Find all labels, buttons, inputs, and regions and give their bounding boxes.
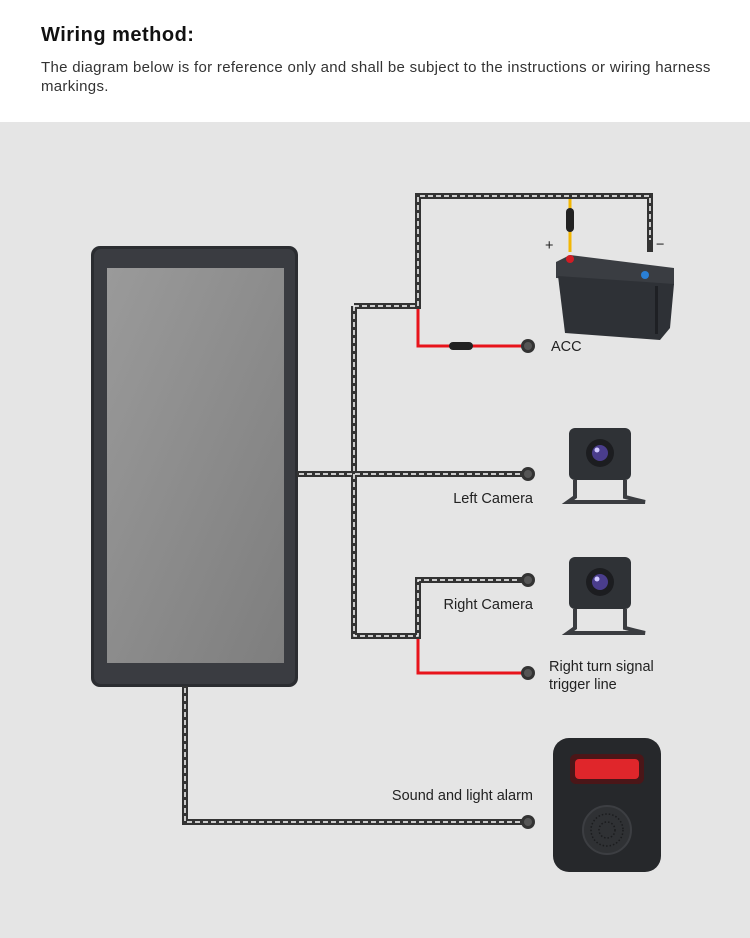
connector-turn-signal [521, 666, 535, 680]
battery-negative-terminal [641, 271, 649, 279]
acc-power-wire [416, 306, 528, 350]
monitor [91, 246, 298, 687]
battery-plus-sign: + [545, 238, 553, 254]
battery-fuse-wire [566, 196, 574, 252]
battery: + − [545, 237, 674, 340]
turn-signal-wire [416, 636, 528, 675]
label-left-camera: Left Camera [453, 491, 534, 507]
page-description: The diagram below is for reference only … [41, 59, 711, 95]
connector-acc [521, 339, 535, 353]
page-title: Wiring method: [41, 24, 195, 46]
battery-minus-sign: − [656, 237, 664, 253]
label-right-camera: Right Camera [444, 597, 534, 613]
connectors [521, 339, 535, 829]
connector-left-camera [521, 467, 535, 481]
harness-wires [182, 193, 653, 825]
right-camera-image [561, 557, 646, 635]
label-alarm: Sound and light alarm [392, 788, 533, 804]
battery-positive-terminal [566, 255, 574, 263]
left-camera-image [561, 428, 646, 504]
connector-alarm [521, 815, 535, 829]
label-turn-signal-line2: trigger line [549, 677, 617, 693]
label-turn-signal-line1: Right turn signal [549, 659, 654, 675]
label-acc: ACC [551, 339, 582, 355]
alarm-image [553, 738, 661, 872]
connector-right-camera [521, 573, 535, 587]
